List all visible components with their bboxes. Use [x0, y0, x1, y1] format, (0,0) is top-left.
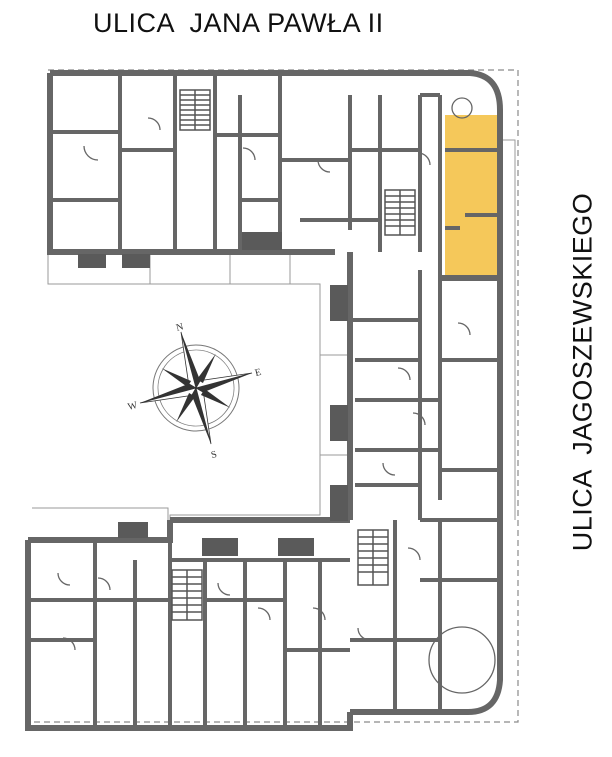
site-boundary	[30, 69, 519, 723]
compass-rose: N E S W	[127, 321, 263, 461]
interior-walls	[28, 73, 500, 728]
stairwell-south	[171, 569, 203, 621]
compass-s: S	[210, 449, 218, 461]
balconies	[78, 232, 348, 556]
stairwell-southeast	[357, 529, 389, 586]
turning-circles	[428, 97, 496, 694]
stairwell-northeast	[384, 189, 416, 236]
compass-n: N	[175, 321, 185, 333]
stairwell-north	[179, 89, 211, 131]
selected-apartment[interactable]	[445, 115, 498, 278]
building-walls	[25, 70, 503, 731]
compass-e: E	[254, 367, 263, 379]
street-label-top: ULICA JANA PAWŁA II	[93, 8, 384, 38]
stairwells	[171, 89, 416, 621]
compass-w: W	[127, 400, 140, 413]
door-swings	[57, 117, 471, 651]
